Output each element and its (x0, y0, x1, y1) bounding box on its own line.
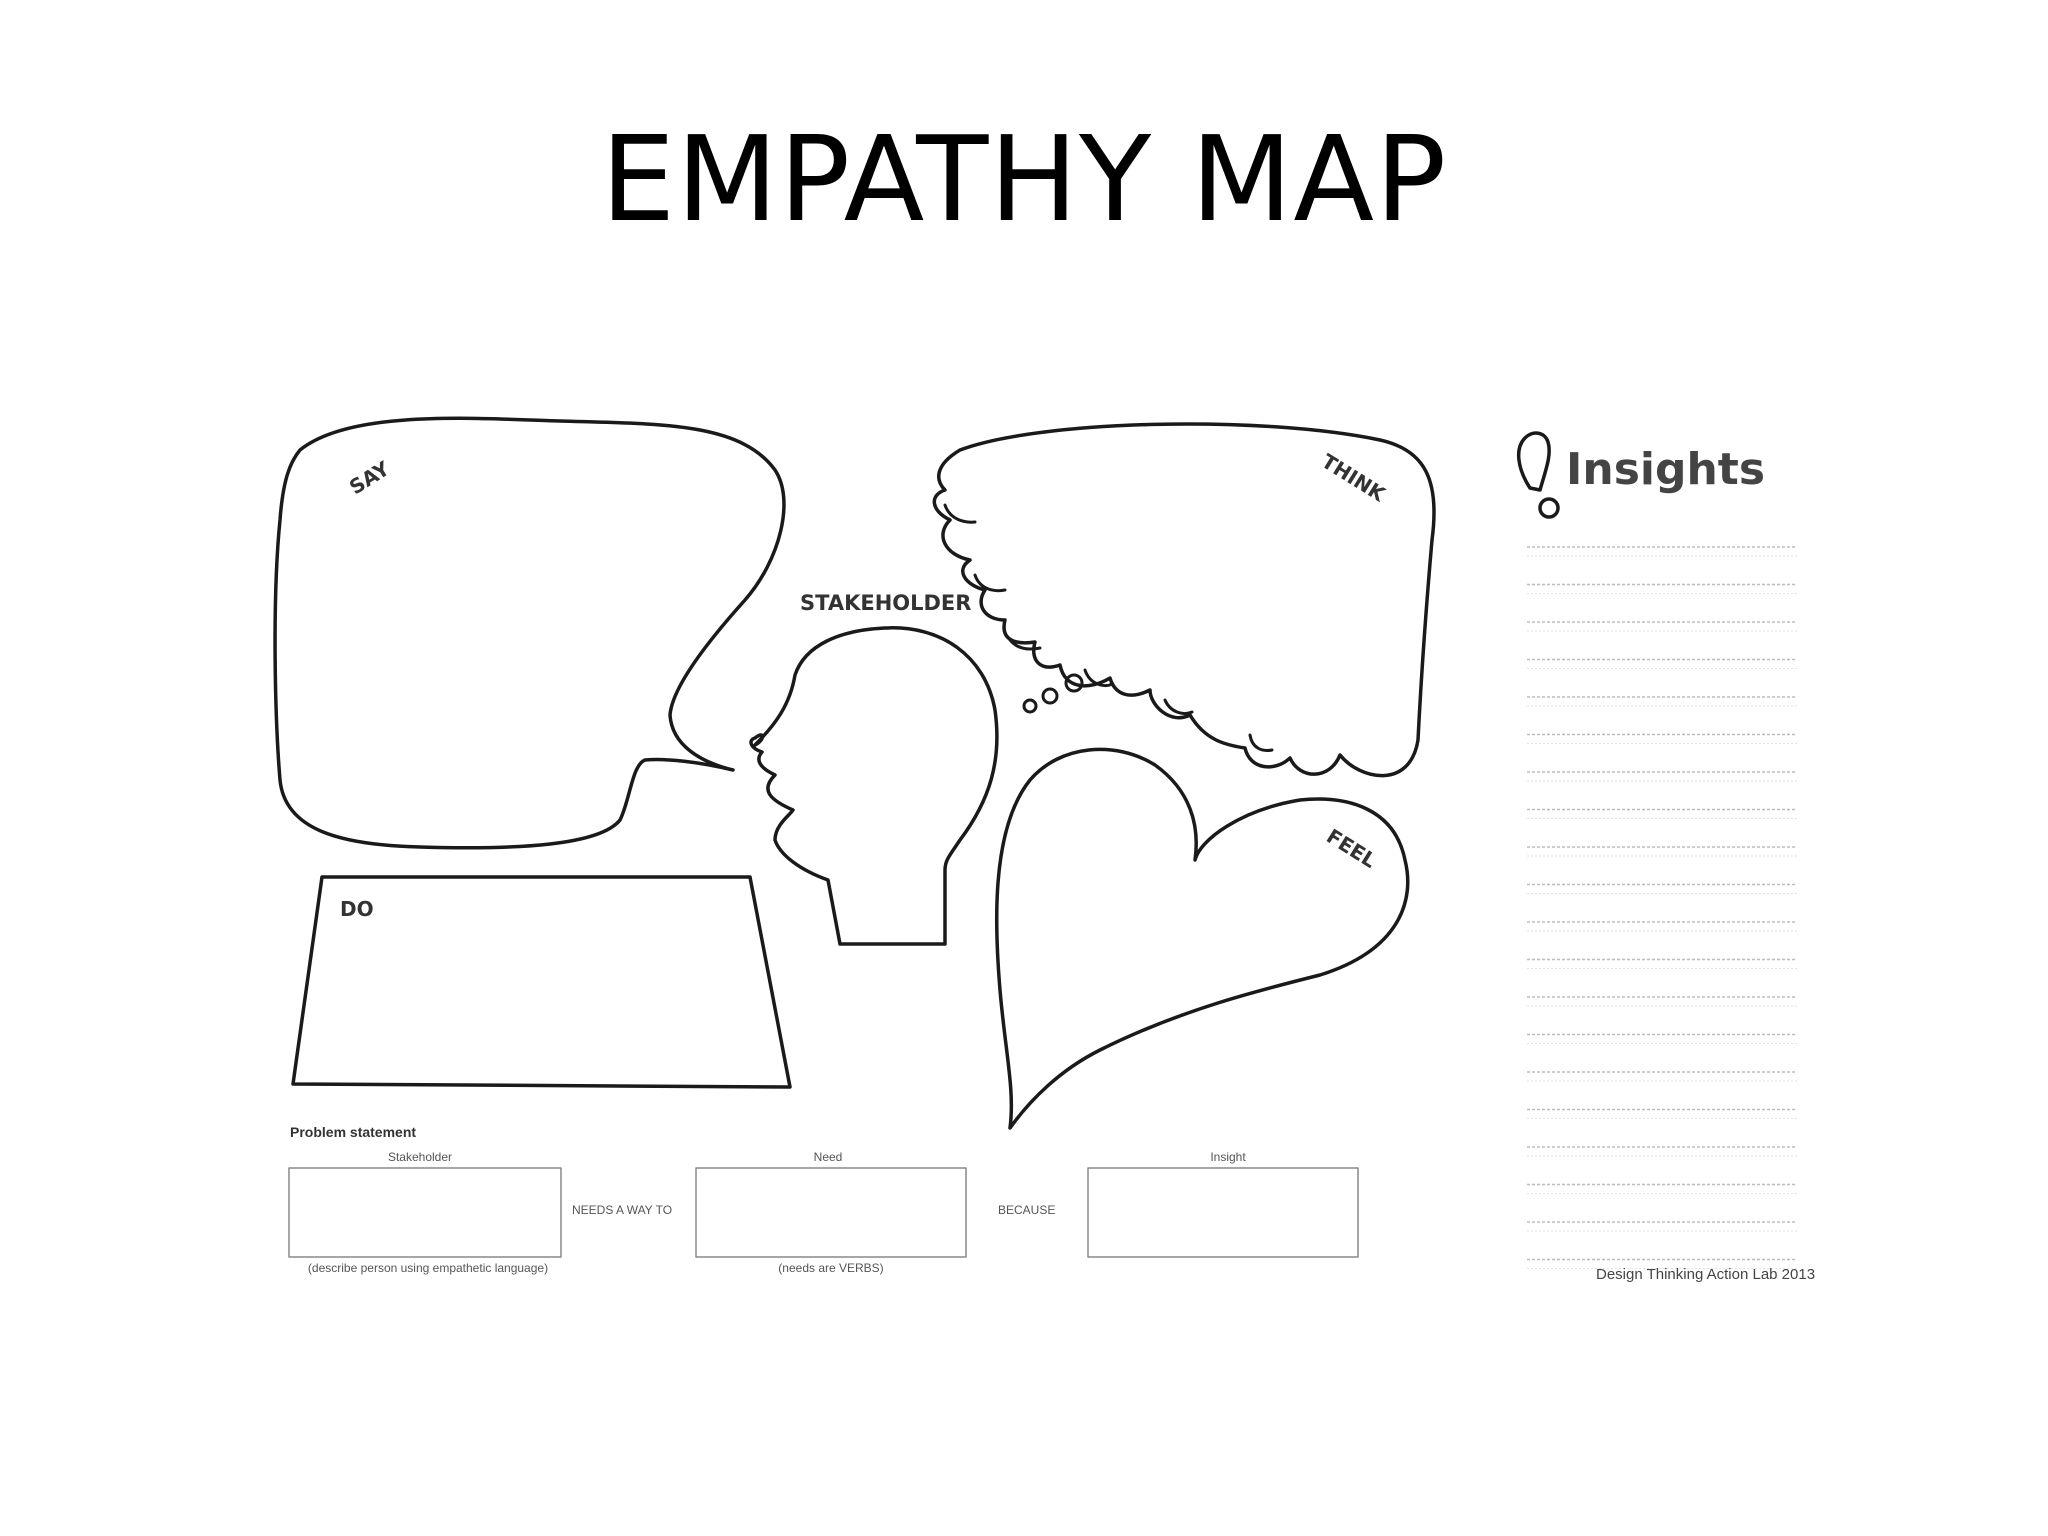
think-cloud (932, 422, 1436, 778)
stakeholder-head (749, 626, 999, 946)
do-label: DO (340, 897, 374, 921)
because-connector: BECAUSE (998, 1203, 1055, 1217)
thought-dot-small (1022, 698, 1038, 714)
feel-heart (994, 747, 1410, 1130)
need-column-label: Need (814, 1150, 843, 1164)
stakeholder-label: STAKEHOLDER (800, 591, 971, 615)
insights-title: Insights (1566, 444, 1765, 495)
needs-a-way-to-connector: NEEDS A WAY TO (572, 1203, 672, 1217)
stakeholder-field[interactable] (288, 1167, 562, 1258)
say-label: SAY (345, 456, 394, 499)
footer-credit: Design Thinking Action Lab 2013 (1596, 1266, 1815, 1283)
say-bubble (273, 416, 786, 850)
thought-dot-large (1064, 673, 1084, 693)
lightbulb-exclamation-icon (1517, 431, 1560, 519)
need-hint: (needs are VERBS) (778, 1261, 883, 1275)
insights-panel: Insights Design Thinking Action Lab 2013 (1517, 431, 1815, 1283)
page-title: EMPATHY MAP (600, 110, 1448, 248)
insights-lines (1527, 546, 1797, 1269)
insight-column-label: Insight (1210, 1150, 1246, 1164)
thought-dot-medium (1041, 687, 1059, 705)
stakeholder-hint: (describe person using empathetic langua… (308, 1261, 548, 1275)
problem-statement-title: Problem statement (290, 1124, 416, 1140)
feel-label: FEEL (1322, 824, 1381, 873)
stakeholder-column-label: Stakeholder (388, 1150, 452, 1164)
think-cloud-scallops (943, 503, 1274, 752)
think-label: THINK (1317, 449, 1390, 507)
do-box (291, 875, 792, 1089)
need-field[interactable] (695, 1167, 967, 1258)
insight-field[interactable] (1087, 1167, 1359, 1258)
